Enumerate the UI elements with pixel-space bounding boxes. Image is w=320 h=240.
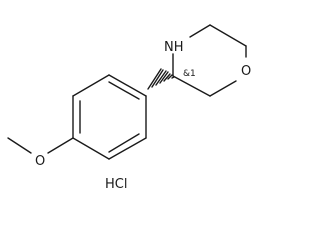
bond-c-c-top: [209, 24, 247, 47]
bond-aryl-o: [47, 137, 74, 154]
chemical-structure: NH &1 O O HCl: [7, 24, 251, 188]
bond-o-c-bottom: [209, 80, 237, 97]
bond-n-c3: [189, 24, 211, 38]
methoxy-group: [7, 137, 74, 154]
bond-c-c-left: [172, 75, 211, 97]
benzene-ring: [72, 74, 147, 160]
salt-label: HCl: [105, 177, 127, 188]
ring-nitrogen-label: NH: [164, 40, 184, 55]
bond-o-methyl: [7, 137, 32, 154]
stereo-label: &1: [183, 69, 196, 79]
stereo-hash-bond: [147, 68, 175, 90]
ring-oxygen-label: O: [241, 64, 251, 79]
methoxy-oxygen-label: O: [35, 154, 45, 169]
morpholine-ring: [172, 24, 247, 97]
